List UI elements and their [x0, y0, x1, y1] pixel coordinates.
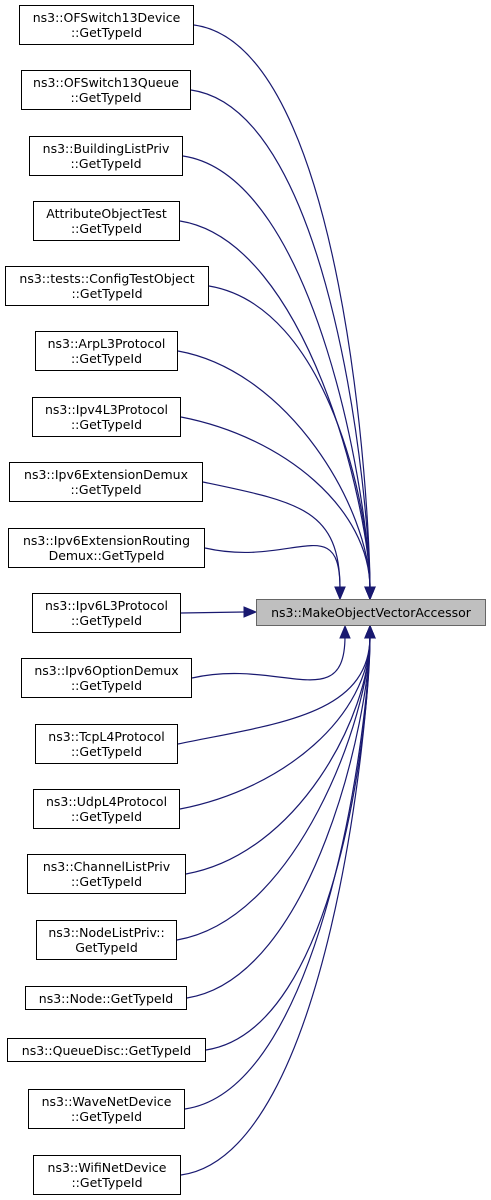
caller-node-line2: ::GetTypeId [70, 874, 143, 889]
caller-node[interactable]: ns3::OFSwitch13Queue ::GetTypeId [21, 70, 191, 110]
caller-node-line1: ns3::ChannelListPriv [42, 859, 171, 874]
call-edge [193, 24, 371, 590]
caller-node[interactable]: ns3::Node::GetTypeId [25, 986, 187, 1010]
caller-node-line2: ::GetTypeId [71, 286, 143, 301]
arrowhead [339, 624, 351, 639]
caller-node[interactable]: ns3::Ipv4L3Protocol ::GetTypeId [32, 397, 181, 437]
call-edge [208, 285, 371, 590]
target-node[interactable]: ns3::MakeObjectVectorAccessor [256, 599, 486, 626]
call-edge [205, 635, 371, 1051]
caller-node-line1: ns3::BuildingListPriv [42, 141, 170, 156]
call-edge [191, 635, 346, 681]
caller-node-line1: ns3::UdpL4Protocol [45, 794, 168, 809]
caller-node[interactable]: ns3::Ipv6OptionDemux ::GetTypeId [21, 658, 192, 698]
arrowhead [364, 624, 376, 639]
call-edge [190, 89, 371, 590]
call-edge [182, 155, 371, 590]
call-edge [202, 481, 341, 590]
arrowhead [334, 586, 346, 601]
caller-node-line1: ns3::Ipv4L3Protocol [44, 402, 169, 417]
caller-node-line2: ::GetTypeId [70, 678, 143, 693]
caller-node[interactable]: ns3::ChannelListPriv ::GetTypeId [27, 854, 186, 894]
caller-node-line1: ns3::Ipv6OptionDemux [34, 663, 179, 678]
caller-node-line2: Demux::GetTypeId [48, 548, 165, 563]
caller-node[interactable]: ns3::QueueDisc::GetTypeId [7, 1038, 206, 1062]
caller-node-line2: ::GetTypeId [70, 1109, 143, 1124]
caller-node[interactable]: ns3::Ipv6ExtensionDemux ::GetTypeId [9, 462, 203, 502]
caller-node-line2: ::GetTypeId [70, 90, 142, 105]
arrowhead [364, 586, 376, 601]
caller-node-line2: ::GetTypeId [70, 417, 143, 432]
call-edge [185, 635, 371, 875]
caller-node-line1: ns3::tests::ConfigTestObject [19, 271, 195, 286]
call-edge [177, 350, 371, 590]
caller-node[interactable]: ns3::Ipv6ExtensionRouting Demux::GetType… [8, 528, 205, 568]
call-edge [177, 635, 371, 745]
caller-node[interactable]: ns3::WifiNetDevice ::GetTypeId [33, 1155, 181, 1195]
caller-node[interactable]: ns3::NodeListPriv:: GetTypeId [36, 920, 177, 960]
target-node-label: ns3::MakeObjectVectorAccessor [271, 605, 471, 620]
caller-node-line1: ns3::OFSwitch13Queue [33, 75, 179, 90]
caller-node-line1: ns3::WifiNetDevice [47, 1160, 167, 1175]
caller-node-line2: ::GetTypeId [70, 221, 143, 236]
caller-node-line1: ns3::Node::GetTypeId [38, 990, 174, 1006]
caller-node-line1: ns3::Ipv6ExtensionRouting [22, 533, 191, 548]
caller-node-line2: ::GetTypeId [71, 1175, 143, 1190]
caller-node[interactable]: ns3::Ipv6L3Protocol ::GetTypeId [32, 593, 181, 633]
caller-node[interactable]: ns3::OFSwitch13Device ::GetTypeId [19, 5, 194, 45]
arrowhead [243, 606, 258, 618]
caller-node-line1: ns3::OFSwitch13Device [32, 10, 181, 25]
call-edge [176, 635, 371, 941]
caller-node-line2: GetTypeId [75, 940, 138, 955]
caller-node-line2: ::GetTypeId [70, 613, 143, 628]
caller-node-line1: ns3::TcpL4Protocol [48, 729, 165, 744]
call-edge [204, 544, 341, 590]
caller-node-line1: ns3::WaveNetDevice [41, 1094, 172, 1109]
caller-node-line1: ns3::QueueDisc::GetTypeId [21, 1042, 192, 1058]
caller-node[interactable]: ns3::WaveNetDevice ::GetTypeId [28, 1089, 185, 1129]
caller-node[interactable]: ns3::tests::ConfigTestObject ::GetTypeId [5, 266, 209, 306]
caller-node-line1: ns3::Ipv6ExtensionDemux [24, 467, 188, 482]
caller-node[interactable]: ns3::UdpL4Protocol ::GetTypeId [33, 789, 180, 829]
caller-node-line2: ::GetTypeId [70, 351, 143, 366]
caller-node[interactable]: AttributeObjectTest ::GetTypeId [33, 201, 180, 241]
call-edge [180, 416, 371, 590]
caller-node[interactable]: ns3::TcpL4Protocol ::GetTypeId [35, 724, 178, 764]
caller-node-line1: ns3::ArpL3Protocol [47, 336, 166, 351]
caller-node-line1: AttributeObjectTest [46, 206, 167, 221]
caller-node-line2: ::GetTypeId [70, 809, 143, 824]
caller-node-line2: ::GetTypeId [70, 156, 142, 171]
caller-node-line2: ::GetTypeId [70, 744, 143, 759]
caller-node-line2: ::GetTypeId [70, 25, 143, 40]
call-edge [184, 635, 371, 1110]
call-edge [180, 611, 245, 614]
caller-node[interactable]: ns3::BuildingListPriv ::GetTypeId [29, 136, 183, 176]
call-edge [180, 635, 371, 1176]
caller-node-line1: ns3::NodeListPriv:: [48, 925, 165, 940]
caller-node-line1: ns3::Ipv6L3Protocol [44, 598, 169, 613]
caller-node-line2: ::GetTypeId [70, 482, 142, 497]
call-edge [179, 220, 371, 590]
caller-node[interactable]: ns3::ArpL3Protocol ::GetTypeId [35, 331, 178, 371]
call-edge [179, 635, 371, 810]
call-edge [186, 635, 371, 999]
